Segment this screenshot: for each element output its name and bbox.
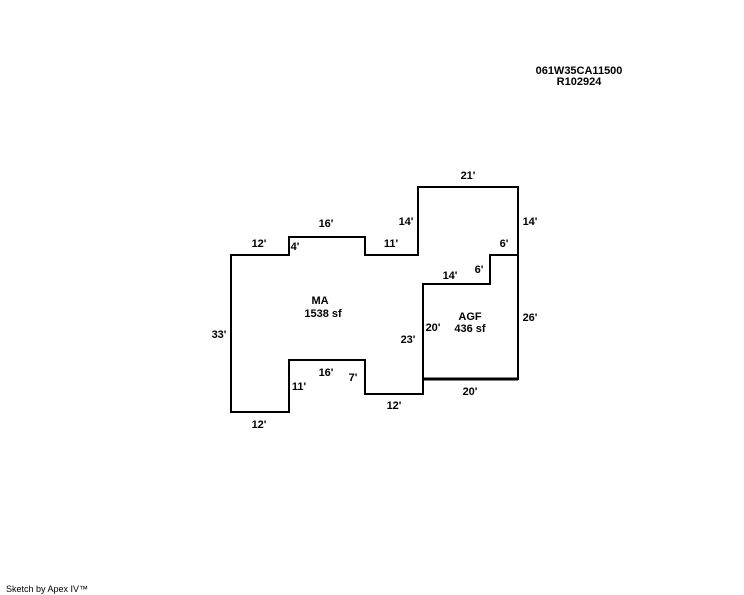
dim-ma-notch-top: 16' (319, 367, 334, 379)
dim-ma-left-jog: 4' (291, 241, 300, 253)
dim-ma-bottom-right: 12' (387, 400, 402, 412)
dim-agf-top-step: 6' (500, 238, 509, 250)
dim-ma-top-right: 11' (384, 238, 399, 250)
dim-agf-top: 14' (443, 270, 458, 282)
main-area-size: 1538 sf (304, 308, 342, 320)
dim-ma-top-left: 12' (252, 238, 267, 250)
garage-area-size: 436 sf (454, 323, 486, 335)
dim-agf-step-rise: 6' (475, 264, 484, 276)
dim-agf-right: 26' (523, 312, 538, 324)
dim-agf-left: 20' (426, 322, 441, 334)
dim-ma-bottom-left: 12' (252, 419, 267, 431)
dim-upper-right: 14' (523, 216, 538, 228)
footer-credit: Sketch by Apex IV™ (6, 584, 88, 594)
dim-upper-top: 21' (461, 170, 476, 182)
main-area-code: MA (311, 295, 328, 307)
dim-ma-left: 33' (212, 329, 227, 341)
dim-ma-notch-right: 7' (349, 372, 358, 384)
main-area-outline (230, 186, 519, 413)
dim-ma-right-inner: 23' (401, 334, 416, 346)
dim-ma-top-mid: 16' (319, 218, 334, 230)
dim-ma-notch-left: 11' (292, 381, 307, 393)
dim-ma-upper-rise: 14' (399, 216, 414, 228)
parcel-ref: R102924 (557, 76, 603, 88)
parcel-id: 061W35CA11500 (536, 65, 623, 77)
dim-agf-bottom: 20' (463, 386, 478, 398)
garage-area-code: AGF (458, 311, 482, 323)
